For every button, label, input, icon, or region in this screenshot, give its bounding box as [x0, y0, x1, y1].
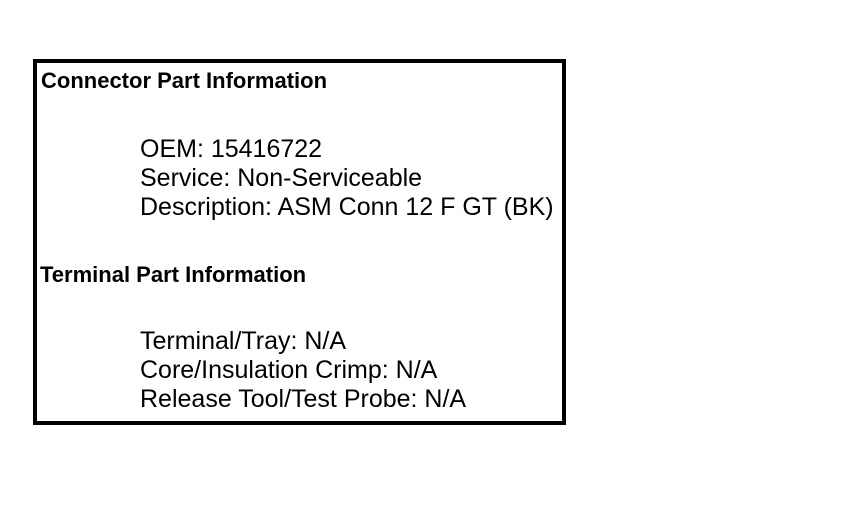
connector-part-fields: OEM: 15416722 Service: Non-Serviceable D… [140, 135, 554, 222]
release-tool-test-probe-line: Release Tool/Test Probe: N/A [140, 385, 467, 413]
oem-line: OEM: 15416722 [140, 135, 323, 163]
description-line: Description: ASM Conn 12 F GT (BK) [140, 193, 554, 221]
terminal-tray-line: Terminal/Tray: N/A [140, 327, 347, 355]
connector-part-information-heading: Connector Part Information [41, 68, 328, 93]
service-line: Service: Non-Serviceable [140, 164, 423, 192]
terminal-part-information-heading: Terminal Part Information [40, 262, 307, 287]
connector-info-panel: Connector Part Information OEM: 15416722… [33, 59, 566, 425]
core-insulation-crimp-line: Core/Insulation Crimp: N/A [140, 356, 438, 384]
terminal-part-fields: Terminal/Tray: N/A Core/Insulation Crimp… [140, 327, 466, 414]
